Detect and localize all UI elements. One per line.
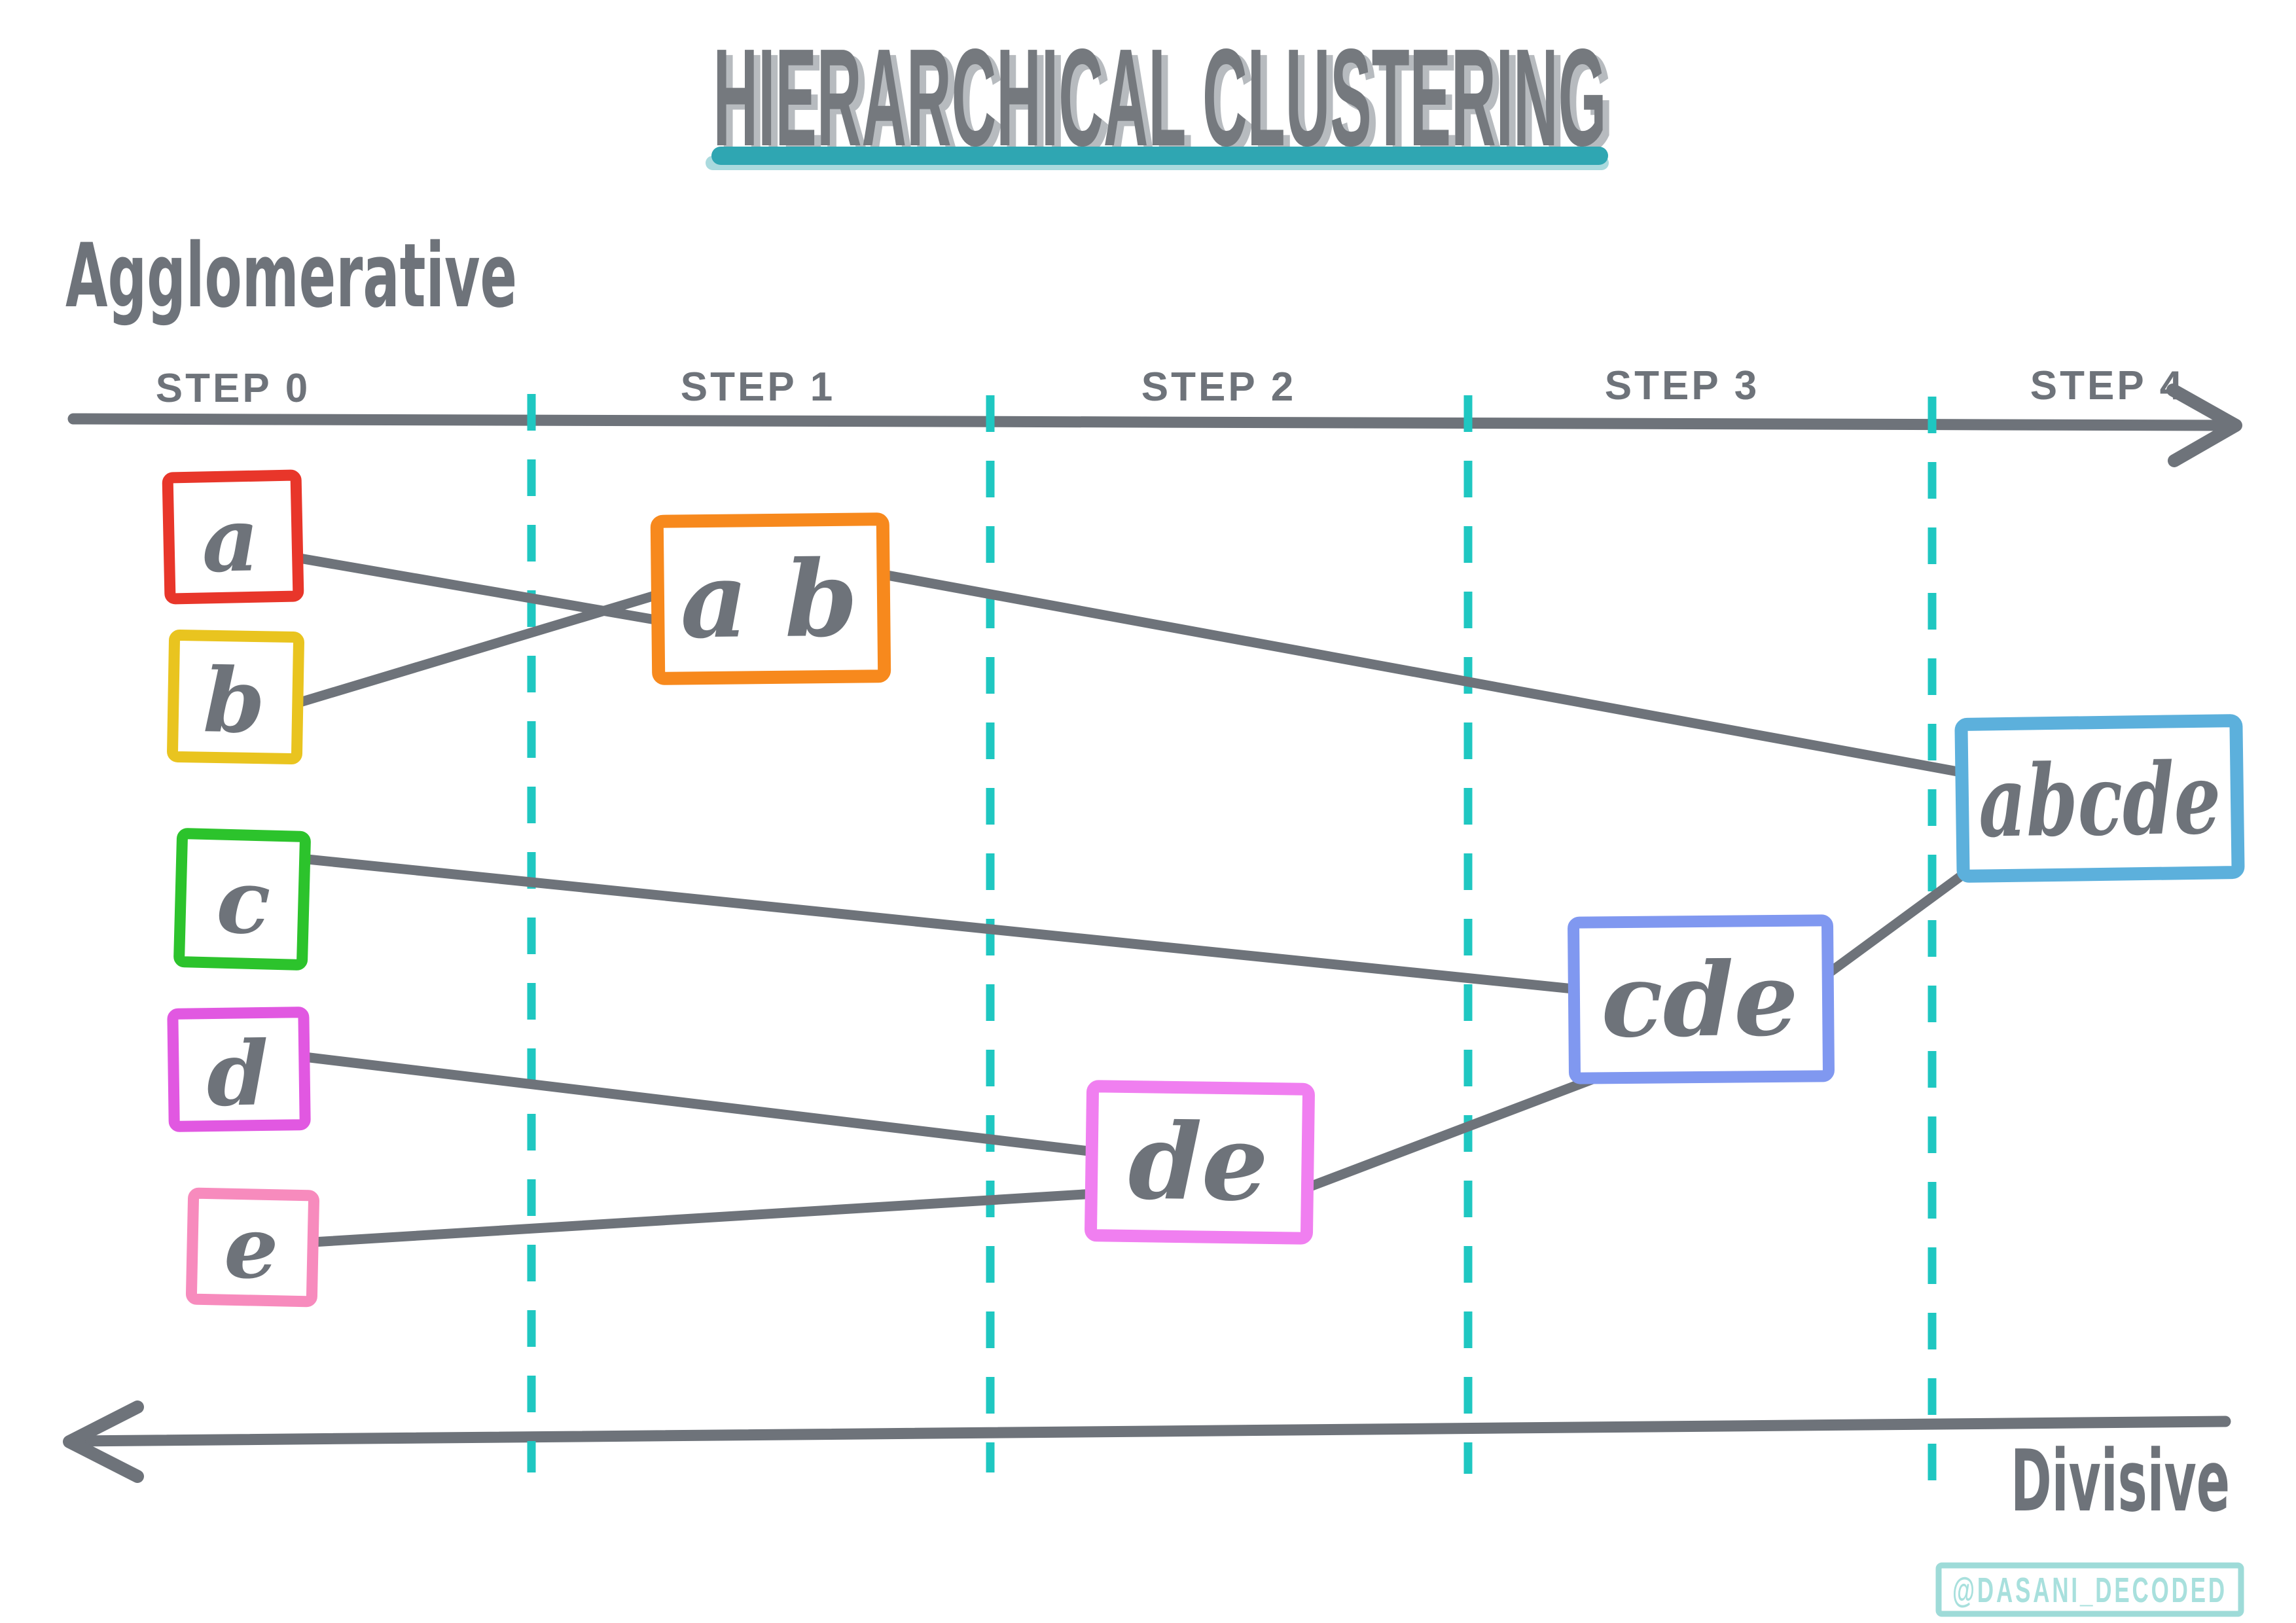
cluster-box-b: b xyxy=(167,629,304,765)
divisive-label: Divisive xyxy=(2011,1431,2230,1531)
cluster-box-e-border xyxy=(185,1187,319,1308)
cluster-box-c-border xyxy=(173,828,311,971)
merge-connectors xyxy=(291,552,1996,1247)
cluster-box-cde-border xyxy=(1568,914,1835,1084)
cluster-c-label: c xyxy=(215,849,272,954)
cluster-boxes: a b c d e a b de cde xyxy=(162,469,2245,1308)
connector-de-cde xyxy=(1300,1069,1610,1194)
step-2-label: STEP 2 xyxy=(1141,365,1297,410)
cluster-box-de-border xyxy=(1085,1080,1315,1245)
axes xyxy=(63,383,2242,1483)
watermark-border xyxy=(1935,1562,2244,1617)
cluster-de-label: de xyxy=(1128,1099,1269,1224)
cluster-box-e: e xyxy=(185,1187,319,1308)
cluster-box-abcde-border xyxy=(1954,714,2245,883)
connector-e-de xyxy=(308,1188,1100,1247)
cluster-box-ab: a b xyxy=(650,512,891,685)
cluster-box-a-border xyxy=(162,469,304,605)
bottom-axis-arrowhead-left-icon xyxy=(63,1400,144,1483)
cluster-box-cde: cde xyxy=(1568,914,1835,1084)
cluster-a-label: a xyxy=(201,487,260,592)
cluster-b-label: b xyxy=(202,648,266,753)
connector-ab-abcde xyxy=(878,569,1995,783)
bottom-axis-line xyxy=(71,1416,2231,1447)
top-axis-line xyxy=(67,413,2229,431)
cluster-e-label: e xyxy=(223,1197,279,1298)
step-labels: STEP 0 STEP 1 STEP 2 STEP 3 STEP 4 xyxy=(156,363,2185,411)
cluster-abcde-label: abcde xyxy=(1978,741,2221,859)
step-1-label: STEP 1 xyxy=(681,365,836,410)
cluster-box-a: a xyxy=(162,469,304,605)
cluster-box-d: d xyxy=(167,1007,311,1132)
step-3-label: STEP 3 xyxy=(1605,363,1760,408)
cluster-box-ab-border xyxy=(650,512,891,685)
connector-d-de xyxy=(299,1052,1100,1157)
connector-c-cde xyxy=(296,853,1604,997)
cluster-box-d-border xyxy=(167,1007,311,1132)
watermark-text: @DASANI_DECODED xyxy=(1952,1571,2227,1610)
agglomerative-label: Agglomerative xyxy=(65,224,517,327)
watermark-stamp: @DASANI_DECODED xyxy=(1935,1562,2244,1617)
cluster-cde-label: cde xyxy=(1601,939,1799,1061)
cluster-ab-label: a b xyxy=(679,537,858,662)
top-axis-arrowhead-right-icon xyxy=(2166,383,2242,467)
step-4-label: STEP 4 xyxy=(2030,363,2185,408)
connector-b-ab xyxy=(291,589,664,709)
step-0-label: STEP 0 xyxy=(156,366,311,411)
cluster-box-de: de xyxy=(1085,1080,1315,1245)
cluster-d-label: d xyxy=(206,1021,270,1126)
cluster-box-c: c xyxy=(173,828,311,971)
cluster-box-b-border xyxy=(167,629,304,765)
cluster-box-abcde: abcde xyxy=(1954,714,2245,883)
title-underline xyxy=(711,147,1608,165)
